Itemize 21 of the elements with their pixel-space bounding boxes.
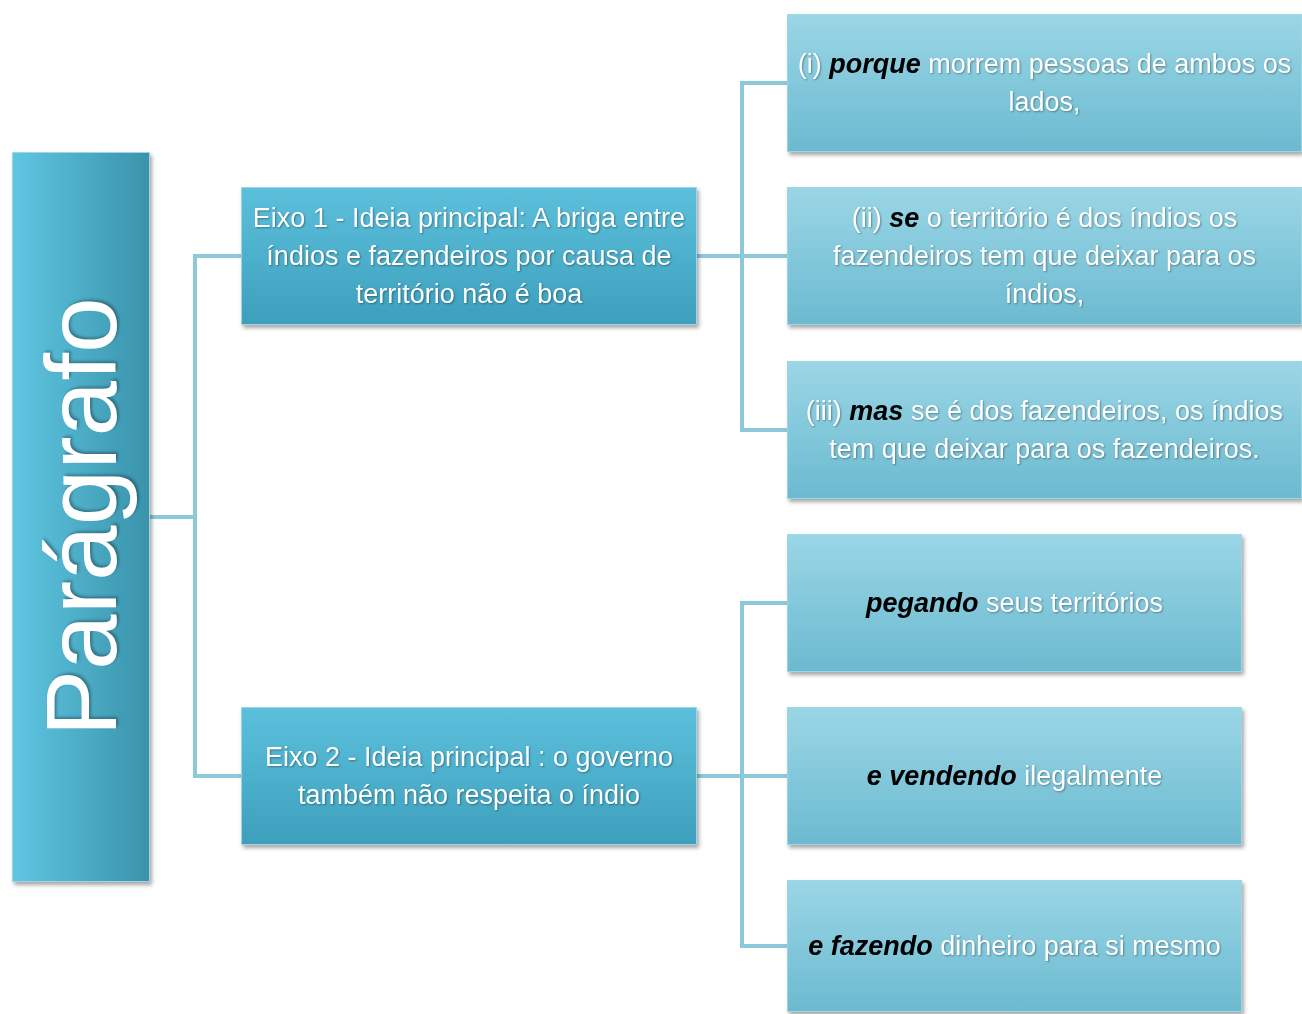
text-box (787, 880, 1242, 1012)
vertical-heading: Parágrafo (26, 297, 136, 737)
text-box (241, 707, 697, 845)
text-box (787, 187, 1302, 325)
text-box (787, 14, 1302, 152)
box-text: pegando seus territórios (864, 587, 1165, 620)
text-box (787, 534, 1242, 672)
box-text: (ii) se o território é dos índios os fazendeiros tem que deixar para os índios, (831, 202, 1258, 311)
box-text: (i) porque morrem pessoas de ambos os lados, (796, 48, 1293, 119)
box-text: Eixo 2 - Ideia principal : o governo também não respeita o índio (263, 741, 675, 812)
box-text: e vendendo ilegalmente (865, 760, 1164, 793)
text-box (787, 361, 1302, 499)
text-box (787, 707, 1242, 845)
connector-line (150, 515, 241, 778)
connector-line (697, 254, 787, 432)
connector-line (697, 774, 787, 948)
box-text: (iii) mas se é dos fazendeiros, os índios tem que deixar para os fazendeiros. (804, 395, 1285, 466)
text-box (241, 187, 697, 325)
box-text: e fazendo dinheiro para si mesmo (807, 930, 1222, 963)
box-text: Eixo 1 - Ideia principal: A briga entre índios e fazendeiros por causa de território não é boa (251, 202, 687, 311)
title-bar (12, 152, 150, 882)
